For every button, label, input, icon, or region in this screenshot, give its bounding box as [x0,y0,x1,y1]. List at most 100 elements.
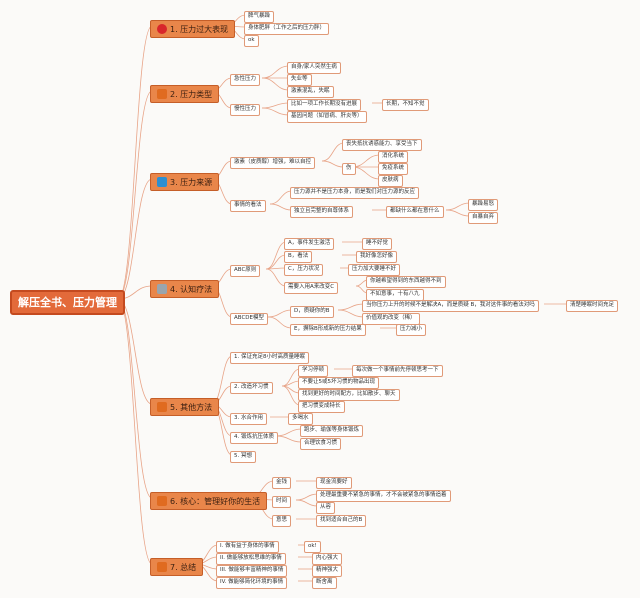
b1-item[interactable]: ok [244,35,259,47]
connector-line [267,309,293,318]
b6-time[interactable]: 时间 [272,496,292,508]
b3-harm-item[interactable]: 消化系统 [378,151,409,163]
b4-abc-item[interactable]: C，压力状况 [284,264,324,276]
connector-line [295,493,319,501]
branch-1-performance[interactable]: 1. 压力过大表现 [150,20,236,38]
b2-chronic-note[interactable]: 长期，不知不觉 [382,99,429,111]
connector-line [265,268,287,287]
b3-harm[interactable]: 伤 [342,163,356,175]
branch-2-types[interactable]: 2. 压力类型 [150,85,220,103]
branch-6-core[interactable]: 6. 核心：管理好你的生活 [150,492,268,510]
b5-item[interactable]: 2. 改造坏习惯 [230,382,273,394]
b5-body-item[interactable]: 合理饮食习惯 [300,438,342,450]
b2-acute-item[interactable]: 激素混乱，失眠 [287,86,334,98]
b5-item[interactable]: 1. 保证充足8小时高质量睡眠 [230,352,309,364]
b7-item[interactable]: II. 做能够放松思维的事情 [216,553,286,565]
red-circle-icon [157,24,167,34]
b5-habit-note[interactable]: 每次做一个事情前先停顿思考一下 [352,365,443,377]
connector-line [261,65,290,79]
b2-chronic[interactable]: 慢性压力 [230,104,261,116]
b4-abc-item[interactable]: B，看法 [284,251,313,263]
b6-money-note[interactable]: 现金流要好 [316,477,352,489]
connector-line [261,102,290,109]
root-topic[interactable]: 解压全书、压力管理 [10,290,125,315]
connector-line [117,298,153,565]
connector-line [117,90,153,300]
connector-line [281,385,301,406]
connector-line [295,499,319,507]
orange-square-icon [157,402,167,412]
b3-hormone[interactable]: 激素（皮质醇）增强，难以自控 [230,157,316,169]
b7-item[interactable]: I. 做有益于身体的事情 [216,541,279,553]
b3-view-item[interactable]: 压力源并不是压力本身，而是我们对压力源的反应 [290,187,420,199]
b4-abc-note[interactable]: 你越希望得到的东西越得不到 [366,276,446,288]
connector-line [267,316,293,329]
b2-chronic-item[interactable]: 基因问题（如冒病、肝炎等） [287,111,367,123]
b7-note[interactable]: ok! [304,541,321,553]
b1-item[interactable]: 脾气暴躁 [244,11,275,23]
connector-line [269,190,293,205]
b2-acute-item[interactable]: 失业等 [287,74,312,86]
b5-water-note[interactable]: 多喝水 [288,413,313,425]
b4-d-note[interactable]: 清楚睡眠时间充足 [566,300,619,312]
b5-item[interactable]: 3. 水合作用 [230,413,267,425]
b5-habit-item[interactable]: 找到更好的时间配方，比如散步、聊天 [298,389,400,401]
connector-line [445,202,471,211]
b4-d-item[interactable]: 当你压力上升的时候不是解决A，而是质疑 B，我对这件事的看法对吗 [362,300,539,312]
orange-square-icon [157,496,167,506]
b7-item[interactable]: III. 做能够丰富精神的事情 [216,565,288,577]
b4-abc-note[interactable]: 我好像怎好像 [356,251,398,263]
orange-square-icon [157,89,167,99]
b4-abc-note[interactable]: 不如意事，十有八九 [366,289,424,301]
b3-view-item[interactable]: 独立且完整的自尊体系 [290,206,354,218]
orange-square-icon [157,562,167,572]
b3-built[interactable]: 都缺什么都在意什么 [386,206,444,218]
b4-abc-item[interactable]: A，事件发生激活 [284,238,335,250]
b1-item[interactable]: 身体肥胖（工作之后的压力胖） [244,23,330,35]
gray-square-icon [157,284,167,294]
branch-3-sources[interactable]: 3. 压力来源 [150,173,220,191]
b6-time-item[interactable]: 从容 [316,502,336,514]
b3-harm-item[interactable]: 皮肤病 [378,175,403,187]
b3-built-item[interactable]: 自暴自弃 [468,212,499,224]
b5-item[interactable]: 4. 锻炼抗压体质 [230,432,278,444]
b5-habit-item[interactable]: 学习停顿 [298,365,329,377]
branch-5-other-methods[interactable]: 5. 其他方法 [150,398,220,416]
b4-d-item[interactable]: 价值观的改变（稀） [362,313,420,325]
b4-abc-note[interactable]: 压力加大要睡不好 [348,264,401,276]
connector-line [351,154,381,168]
branch-7-summary[interactable]: 7. 总结 [150,558,204,576]
b7-note[interactable]: 内心强大 [312,553,343,565]
b7-note[interactable]: 断舍离 [312,577,337,589]
b5-habit-item[interactable]: 不要让5或5坏习惯的物品出现 [298,377,379,389]
b7-item[interactable]: IV. 做能够简化环境的事情 [216,577,288,589]
b2-acute[interactable]: 急性压力 [230,74,261,86]
connector-line [265,241,287,270]
b4-d[interactable]: D，质疑你的B [290,306,334,318]
b4-abc-item[interactable]: 需要入用A来改变C [284,282,339,294]
b5-body-item[interactable]: 跑步、瑜伽等身体锻炼 [300,425,364,437]
b4-abc[interactable]: ABC原则 [230,265,261,277]
b3-built-item[interactable]: 暴躁易怒 [468,199,499,211]
b2-acute-item[interactable]: 自身/家人突然生病 [287,62,341,74]
branch-4-cognitive[interactable]: 4. 认知疗法 [150,280,220,298]
connector-line [261,107,290,116]
b3-loss[interactable]: 丧失抵抗诱惑能力、享受当下 [342,139,422,151]
b4-abcde[interactable]: ABCDE模型 [230,313,268,325]
b6-time-item[interactable]: 处理最重要不紧急的事情，才不会被紧急的事情追着 [316,490,451,502]
connector-line [117,25,153,300]
b4-e-note[interactable]: 压力减小 [396,324,427,336]
b7-note[interactable]: 精神强大 [312,565,343,577]
connector-line [261,77,290,91]
b2-chronic-item[interactable]: 比如一项工作长期没有进展 [287,99,362,111]
connector-line [211,355,233,405]
b5-habit-item[interactable]: 把习惯变成特长 [298,401,345,413]
b5-item[interactable]: 5. 冥想 [230,451,256,463]
b6-money[interactable]: 金钱 [272,477,292,489]
b4-abc-note[interactable]: 睡不好觉 [362,238,393,250]
b3-harm-item[interactable]: 免疫系统 [378,163,409,175]
b6-meaning-note[interactable]: 找到适合自己的B [316,515,367,527]
b4-e[interactable]: E，摒除B形成新的压力结果 [290,324,366,336]
b6-meaning[interactable]: 意思 [272,515,292,527]
b3-view[interactable]: 事情的看法 [230,200,266,212]
